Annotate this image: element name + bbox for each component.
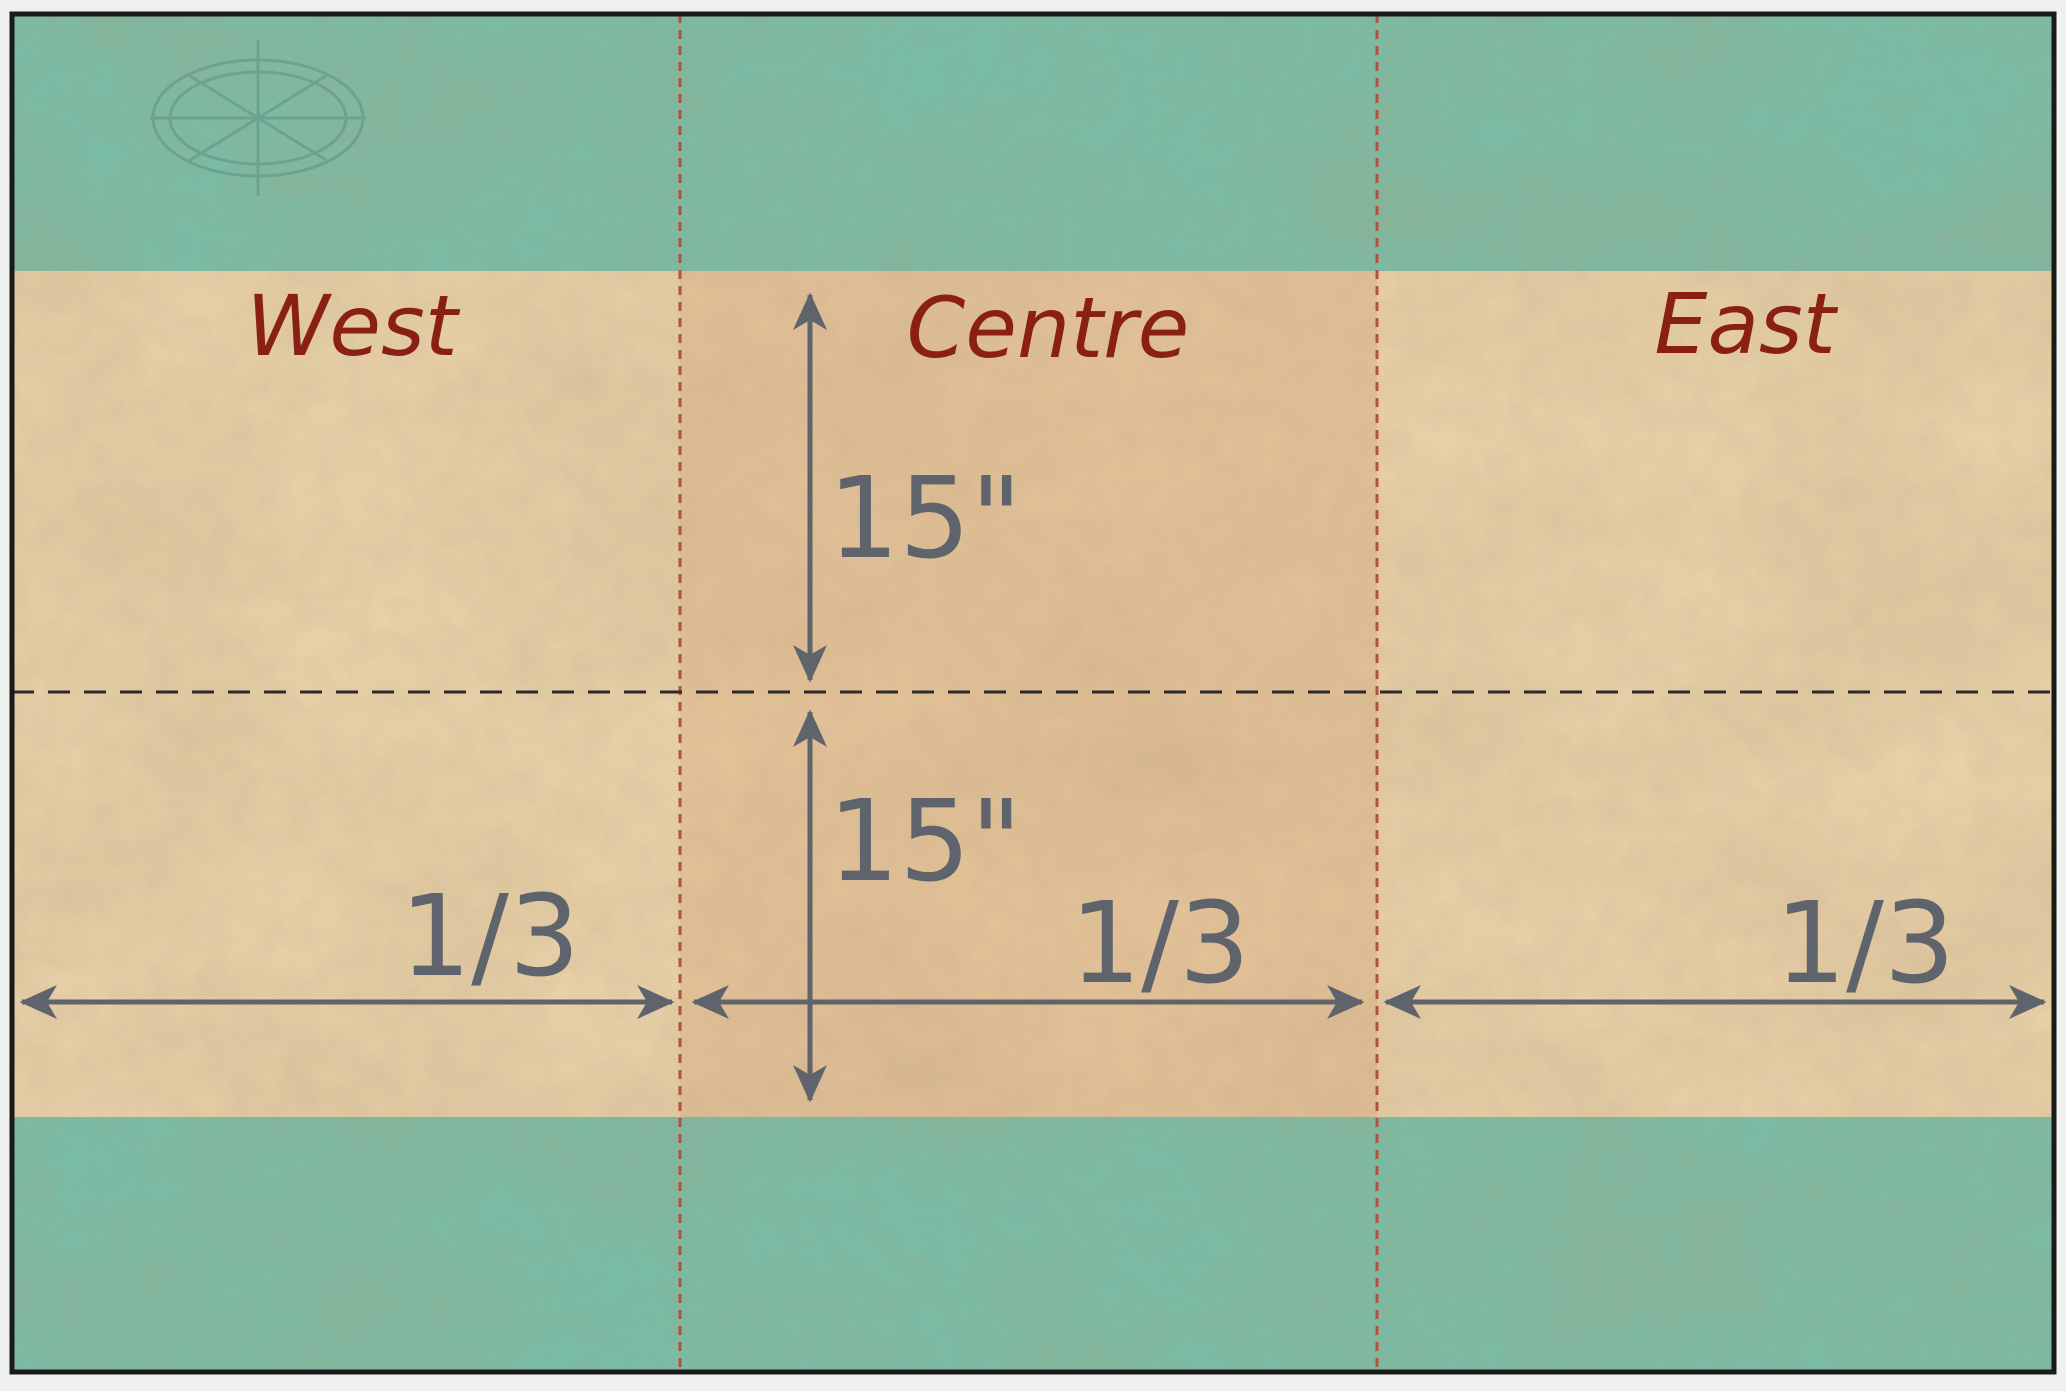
region-label-east: East <box>1654 275 1838 373</box>
width-label-east: 1/3 <box>1775 879 1955 1009</box>
region-label-centre: Centre <box>907 279 1190 377</box>
height-label-upper: 15" <box>828 454 1022 584</box>
region-label-west: West <box>246 277 461 375</box>
width-label-west: 1/3 <box>400 872 580 1002</box>
map-frame <box>9 11 2057 1375</box>
width-label-centre: 1/3 <box>1070 879 1250 1009</box>
compass-rose-decoration <box>150 40 366 196</box>
height-label-lower: 15" <box>828 777 1022 907</box>
